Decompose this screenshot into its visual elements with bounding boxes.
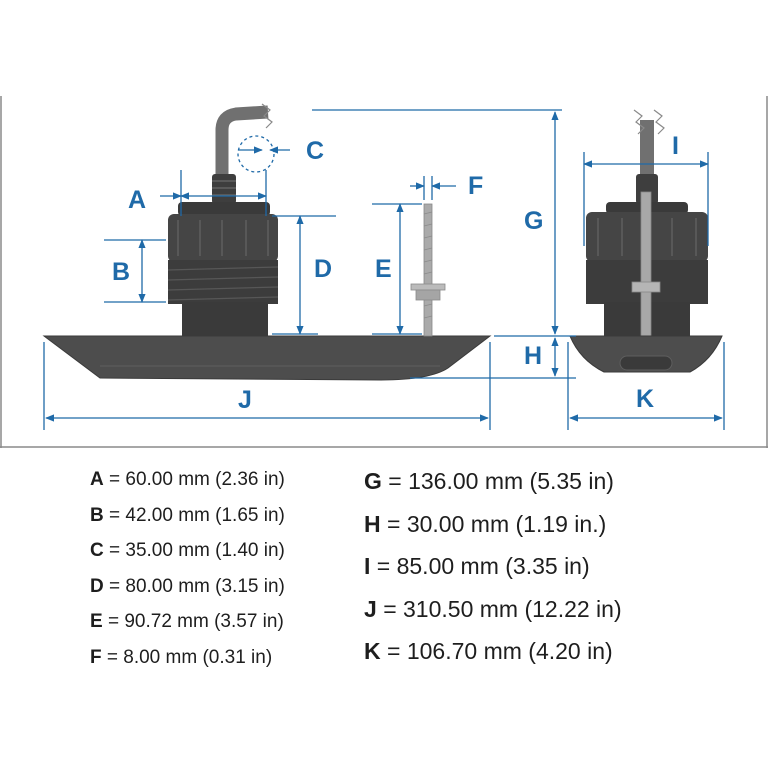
label-g: G — [524, 207, 543, 235]
legend-value: = 80.00 mm (3.15 in) — [109, 575, 285, 597]
legend-key: J — [364, 595, 377, 622]
transducer-diagram: A B C D E F G H I J K — [0, 96, 768, 448]
side-nut — [168, 214, 278, 262]
label-f: F — [468, 172, 483, 200]
stud-washer — [410, 283, 446, 291]
front-view-transducer — [569, 109, 723, 373]
legend-value: = 106.70 mm (4.20 in) — [387, 638, 613, 664]
dimensions-legend-left: A = 60.00 mm (2.36 in) B = 42.00 mm (1.6… — [90, 462, 285, 675]
side-strain-relief — [212, 174, 236, 204]
legend-row-i: I = 85.00 mm (3.35 in) — [364, 545, 622, 588]
legend-row-g: G = 136.00 mm (5.35 in) — [364, 460, 622, 503]
label-d: D — [314, 255, 332, 283]
legend-value: = 60.00 mm (2.36 in) — [109, 469, 285, 490]
stud-nut — [415, 289, 441, 301]
legend-key: D — [90, 575, 104, 597]
legend-key: F — [90, 646, 102, 668]
legend-value: = 90.72 mm (3.57 in) — [107, 611, 284, 632]
legend-value: = 310.50 mm (12.22 in) — [383, 595, 622, 622]
legend-value: = 8.00 mm (0.31 in) — [106, 646, 273, 668]
legend-value: = 85.00 mm (3.35 in) — [376, 553, 590, 579]
front-fin-slot — [619, 355, 673, 371]
legend-row-j: J = 310.50 mm (12.22 in) — [364, 588, 622, 631]
legend-row-h: H = 30.00 mm (1.19 in.) — [364, 503, 622, 546]
legend-value: = 42.00 mm (1.65 in) — [109, 504, 285, 526]
dimension-drawing-panel: A B C D E F G H I J K — [0, 96, 768, 448]
legend-row-e: E = 90.72 mm (3.57 in) — [90, 604, 285, 640]
side-cap — [178, 202, 270, 216]
side-cable — [215, 105, 269, 176]
legend-value: = 35.00 mm (1.40 in) — [109, 540, 285, 561]
legend-key: I — [364, 553, 371, 579]
front-fin — [569, 335, 723, 373]
legend-row-c: C = 35.00 mm (1.40 in) — [90, 533, 285, 569]
label-e: E — [375, 255, 392, 283]
legend-row-a: A = 60.00 mm (2.36 in) — [90, 462, 285, 498]
label-j: J — [238, 386, 252, 414]
legend-key: B — [90, 504, 104, 526]
dimension-labels: A B C D E F G H I J K — [112, 132, 679, 414]
front-stud — [640, 191, 652, 337]
legend-key: A — [90, 469, 104, 490]
legend-value: = 30.00 mm (1.19 in.) — [387, 510, 607, 537]
legend-key: H — [364, 510, 381, 537]
c-detail-circle — [237, 135, 275, 173]
side-view-transducer — [42, 103, 492, 381]
front-stud-nut — [631, 281, 661, 293]
label-b: B — [112, 258, 130, 286]
legend-key: K — [364, 638, 381, 664]
legend-key: G — [364, 468, 382, 494]
panel-frame — [0, 96, 768, 448]
legend-key: E — [90, 611, 103, 632]
legend-row-f: F = 8.00 mm (0.31 in) — [90, 640, 285, 676]
label-c: C — [306, 137, 324, 165]
front-cable — [640, 120, 654, 176]
cable-break-mark — [261, 103, 273, 129]
stud-bolt — [423, 203, 433, 337]
side-neck — [182, 302, 268, 336]
legend-key: C — [90, 540, 104, 561]
dimension-lines — [43, 109, 725, 430]
dimensions-legend-right: G = 136.00 mm (5.35 in) H = 30.00 mm (1.… — [364, 460, 622, 673]
legend-row-d: D = 80.00 mm (3.15 in) — [90, 569, 285, 605]
legend-row-k: K = 106.70 mm (4.20 in) — [364, 630, 622, 673]
label-h: H — [524, 342, 542, 370]
label-i: I — [672, 132, 679, 160]
label-a: A — [128, 186, 146, 214]
legend-row-b: B = 42.00 mm (1.65 in) — [90, 498, 285, 534]
label-k: K — [636, 385, 654, 413]
legend-value: = 136.00 mm (5.35 in) — [388, 468, 614, 494]
side-fin — [42, 335, 492, 381]
